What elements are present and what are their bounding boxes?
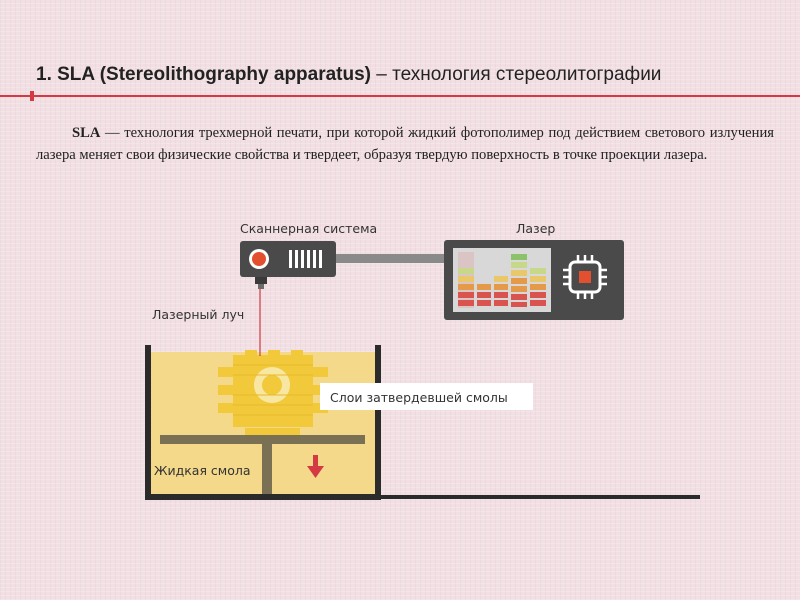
title-underline [0,91,800,101]
slide-title: 1. SLA (Stereolithography apparatus) – т… [36,64,661,86]
platform-rod [262,444,272,494]
term-sla: SLA [72,125,101,141]
build-platform [160,435,365,444]
title-bold: 1. SLA (Stereolithography apparatus) [36,64,372,85]
level-bars [458,252,546,308]
description-paragraph: SLA — технология трехмерной печати, при … [36,122,774,166]
layers-label-box [320,383,533,410]
laser-label: Лазер [516,221,555,236]
scanner-system [240,241,336,289]
title-rest: – технология стереолитографии [371,64,662,85]
resin-tank [145,345,381,500]
printed-object [218,350,328,436]
scanner-label: Сканнерная система [240,221,377,236]
scanner-lens-icon [249,249,269,269]
resin-label: Жидкая смола [154,463,251,478]
scanner-vents [289,250,322,268]
laser-unit [444,240,624,320]
down-arrow-icon [307,455,324,478]
layers-label: Слои затвердевшей смолы [330,390,508,405]
connector-cable [336,254,444,263]
beam-label: Лазерный луч [152,307,244,322]
chip-icon [563,255,607,299]
description-text: — технология трехмерной печати, при кото… [36,125,774,163]
